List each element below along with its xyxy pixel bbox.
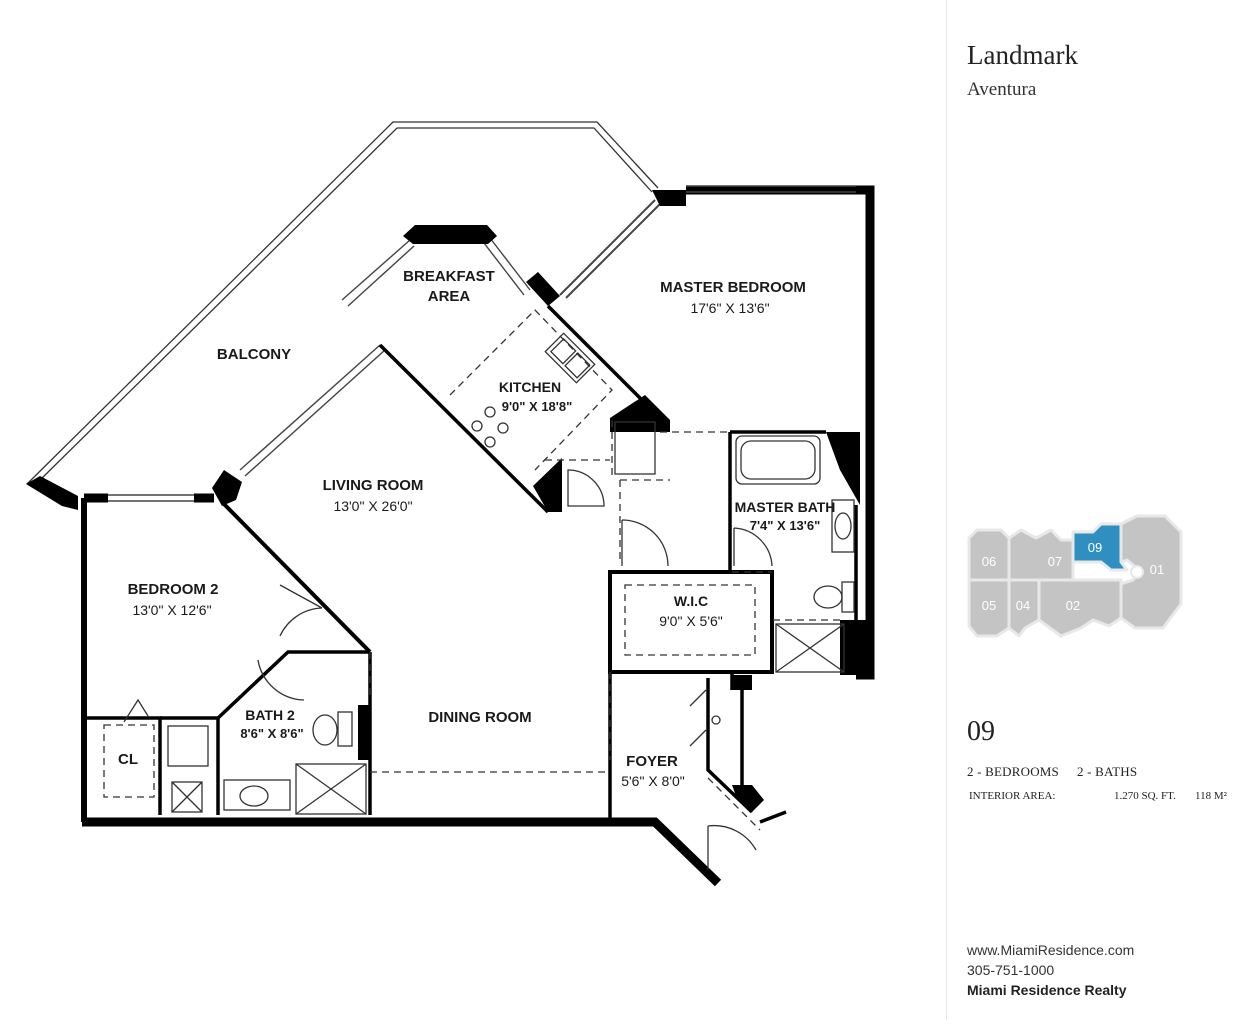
windows xyxy=(108,185,856,502)
dryer xyxy=(171,781,203,813)
breakfast-label-line2: AREA xyxy=(428,288,471,305)
fixtures xyxy=(167,332,855,815)
floor-plan-drawing: BALCONY BREAKFAST AREA MASTER BEDROOM 17… xyxy=(26,121,875,887)
living-room-dim: 13'0" X 26'0" xyxy=(333,498,412,514)
keyplan-label-05: 05 xyxy=(982,598,996,613)
wic-dim: 9'0" X 5'6" xyxy=(659,613,723,629)
website-link[interactable]: www.MiamiResidence.com xyxy=(967,942,1135,958)
bath2-label: BATH 2 xyxy=(245,707,295,723)
keyplan-unit-09 xyxy=(1071,522,1129,572)
interior-area-m2: 118 M² xyxy=(1195,790,1227,802)
keyplan-label-04: 04 xyxy=(1016,598,1030,613)
master-bath-label: MASTER BATH xyxy=(735,499,836,515)
washer xyxy=(167,725,209,767)
kitchen-label: KITCHEN xyxy=(499,379,561,395)
bathtub xyxy=(735,435,821,485)
interior-area-label: INTERIOR AREA: xyxy=(969,790,1056,802)
keyplan-unit-02 xyxy=(1037,578,1123,638)
foyer-dim: 5'6" X 8'0" xyxy=(621,773,685,789)
closet-label: CL xyxy=(118,751,138,768)
foyer-label: FOYER xyxy=(626,753,678,770)
company-name: Miami Residence Realty xyxy=(967,982,1127,998)
keyplan-label-09: 09 xyxy=(1088,540,1102,555)
master-bath-dim: 7'4" X 13'6" xyxy=(750,518,821,533)
keyplan-label-01: 01 xyxy=(1150,562,1164,577)
info-panel: Landmark Aventura 06 07 09 01 05 04 02 0… xyxy=(947,0,1241,1020)
kitchen-sink xyxy=(544,332,596,384)
room-labels: BALCONY BREAKFAST AREA MASTER BEDROOM 17… xyxy=(118,268,835,789)
building-city: Aventura xyxy=(967,79,1037,100)
keyplan-label-06: 06 xyxy=(982,554,996,569)
bedroom2-dim: 13'0" X 12'6" xyxy=(132,602,211,618)
master-bedroom-label: MASTER BEDROOM xyxy=(660,279,806,296)
keyplan-unit-07 xyxy=(1007,528,1075,582)
dashed-lines xyxy=(103,309,840,831)
building-name: Landmark xyxy=(967,40,1078,70)
bath2-toilet xyxy=(312,714,338,746)
bed-bath-summary: 2 - BEDROOMS 2 - BATHS xyxy=(967,764,1155,780)
refrigerator xyxy=(614,421,656,475)
interior-area-sqft: 1.270 SQ. FT. xyxy=(1114,790,1176,802)
toilet xyxy=(813,585,843,609)
keyplan-label-07: 07 xyxy=(1048,554,1062,569)
balcony-railing xyxy=(26,121,659,485)
bedroom2-label: BEDROOM 2 xyxy=(128,581,219,598)
door-swings xyxy=(123,469,773,870)
living-room-label: LIVING ROOM xyxy=(323,477,424,494)
vanity-sink xyxy=(831,499,855,553)
breakfast-label-line1: BREAKFAST xyxy=(403,268,495,285)
phone-number[interactable]: 305-751-1000 xyxy=(967,962,1055,978)
bath2-sink xyxy=(223,779,291,811)
wic-label: W.I.C xyxy=(674,593,708,609)
shower xyxy=(775,623,845,673)
kitchen-range xyxy=(471,406,509,448)
building-key-plan: 06 07 09 01 05 04 02 xyxy=(967,514,1183,638)
dining-room-label: DINING ROOM xyxy=(428,709,531,726)
unit-number: 09 xyxy=(967,716,995,747)
keyplan-core xyxy=(1130,565,1144,579)
master-bedroom-dim: 17'6" X 13'6" xyxy=(690,300,769,316)
keyplan-unit-01 xyxy=(1119,514,1183,630)
bedrooms-count: 2 - BEDROOMS xyxy=(967,764,1059,779)
baths-count: 2 - BATHS xyxy=(1076,764,1138,779)
panel-divider xyxy=(946,0,947,1020)
floor-plan-panel: BALCONY BREAKFAST AREA MASTER BEDROOM 17… xyxy=(26,121,875,887)
bath2-shower xyxy=(295,763,367,815)
balcony-label: BALCONY xyxy=(217,346,291,363)
bath2-dim: 8'6" X 8'6" xyxy=(240,726,303,741)
keyplan-label-02: 02 xyxy=(1066,598,1080,613)
interior-walls xyxy=(84,304,858,824)
kitchen-dim: 9'0" X 18'8" xyxy=(502,399,573,414)
